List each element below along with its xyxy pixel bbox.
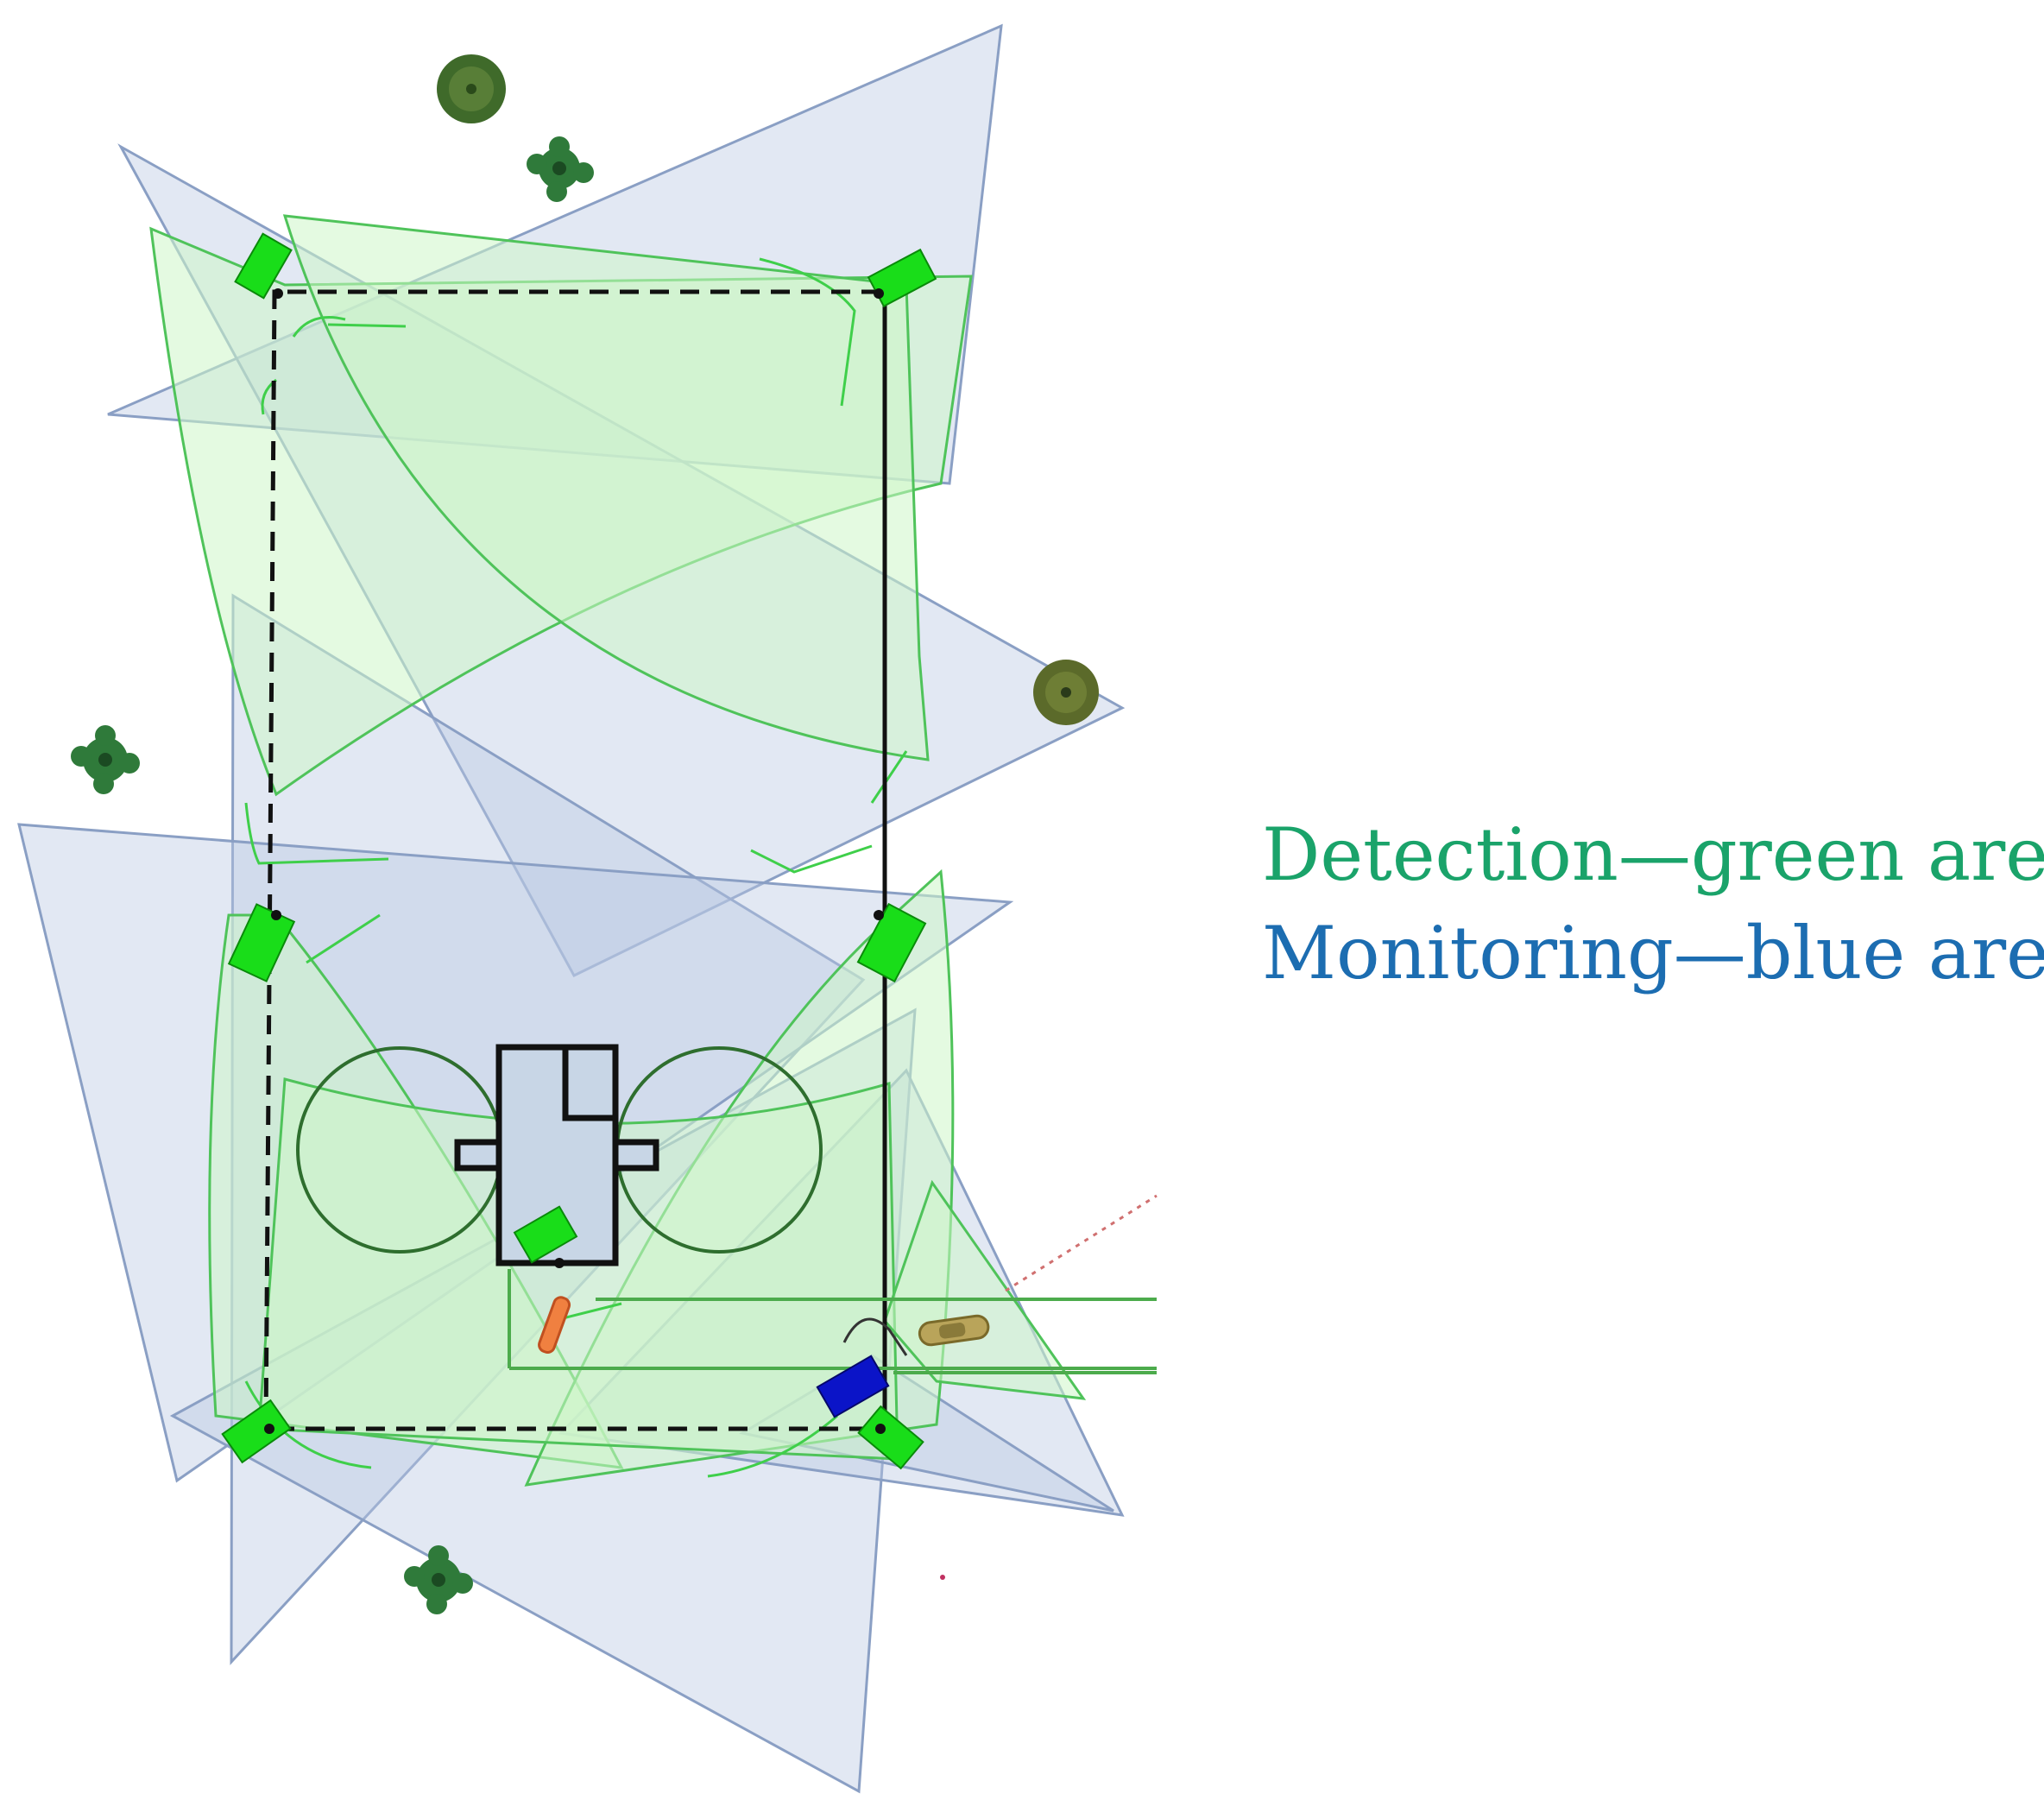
trees [71, 54, 1099, 1614]
camera-bottom-left-icon [221, 1399, 292, 1464]
camera-mid-right-icon [856, 902, 927, 983]
tree-1 [437, 54, 506, 123]
shrub-1 [527, 136, 594, 202]
camera-top-left-icon [234, 232, 293, 300]
legend-detection: Detection—green area [1262, 812, 2044, 897]
legend-monitoring: Monitoring—blue area [1262, 911, 2044, 995]
camera-building-icon [513, 1205, 578, 1264]
marker-dot [940, 1575, 945, 1580]
building-inner-room [562, 1047, 613, 1121]
road-marking-dotted [1005, 1194, 1158, 1292]
perimeter [263, 289, 887, 1431]
car [918, 1314, 990, 1347]
detection-area-2 [282, 214, 930, 761]
shrub-2 [71, 725, 140, 794]
building-left-wing [454, 1139, 504, 1172]
tree-2 [1033, 660, 1099, 725]
perimeter-dashed-boundary [263, 289, 880, 1431]
building [454, 1044, 659, 1266]
shrub-3 [404, 1545, 473, 1614]
cameras [221, 232, 937, 1470]
detection-areas [149, 214, 1087, 1487]
camera-bottom-right-icon [857, 1405, 924, 1470]
camera-blue-icon [816, 1355, 890, 1418]
driveway [508, 1269, 1157, 1374]
gate-swing [842, 1317, 908, 1356]
camera-mounts [264, 288, 886, 1434]
motorbike [538, 1296, 571, 1354]
building-right-wing [611, 1139, 659, 1172]
